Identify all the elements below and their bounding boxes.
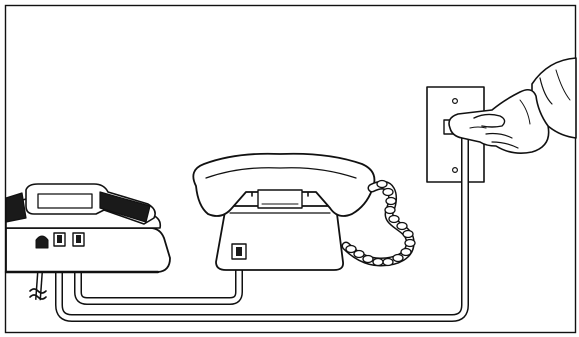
hand-icon <box>448 57 577 154</box>
ac-power-icon <box>29 288 47 300</box>
short-line-cord <box>74 240 243 305</box>
answering-machine-icon <box>4 183 171 274</box>
coiled-handset-cord <box>341 179 416 267</box>
desk-telephone-icon <box>192 152 376 271</box>
